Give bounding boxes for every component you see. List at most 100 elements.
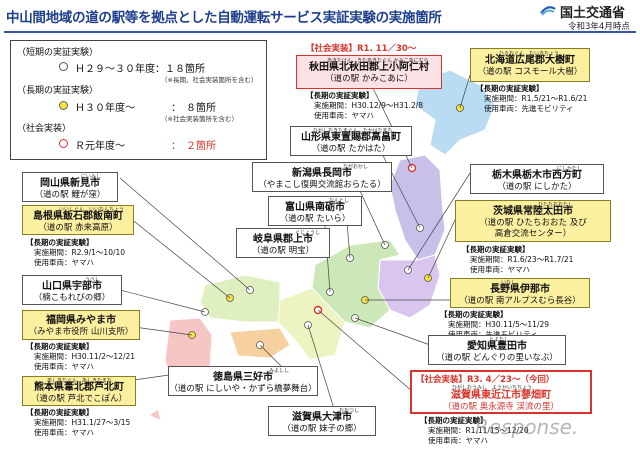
shiga-sub: （道の駅 妹子の郷）	[282, 424, 362, 434]
aichi-ruby: とよたし	[489, 337, 510, 343]
shiga-name: 滋賀県大津市	[292, 412, 352, 423]
legend-short-heading: （短期の実証実験）	[17, 48, 99, 58]
nagano-name: 長野県伊那市	[490, 284, 550, 295]
nagano-info: 【長期の実証実験】 実施期間：H30.11/5～11/29 使用車両：先進モビリ…	[440, 310, 549, 340]
tochigi-ruby: にしかたし	[557, 166, 583, 172]
ibaraki-info: 【長期の実証実験】 実施期間：R1.6/23～R1.7/21 使用車両：ヤマハ	[462, 245, 573, 275]
chugoku-region	[199, 274, 281, 323]
hokkaido-info-heading: 【長期の実証実験】	[476, 84, 544, 93]
nagano-ruby: いなし	[501, 280, 517, 286]
site-kumamoto: あしきたぐん あしきたまち 熊本県葦北郡芦北町 （道の駅 芦北でこぽん）	[22, 376, 136, 406]
title-bar: 中山間地域の道の駅等を拠点とした自動運転サービス実証実験の実施箇所 国土交通省 …	[0, 0, 640, 32]
nagano-info-vehicle: 使用車両：先進モビリティ	[440, 330, 538, 339]
shimane-info-period: 実施期間：R2.9/1～10/10	[34, 248, 126, 257]
shiga2-info-period: 実施期間：R1.11/15～12/20	[428, 426, 529, 435]
long-term-marker-icon	[59, 101, 68, 110]
fukuoka-sub: （みやま市役所 山川支所）	[28, 327, 134, 337]
yamagata-ruby: ひがしおきたまぐん たかはたまち	[313, 128, 393, 134]
ibaraki-sub2: 高倉交流センター）	[494, 229, 572, 239]
shimane-info-vehicle: 使用車両：ヤマハ	[34, 258, 94, 267]
kumamoto-info-period: 実施期間：H31.1/27～3/15	[34, 418, 131, 427]
niigata-sub: （やまこし復興交流館おらたる）	[258, 180, 386, 190]
shiga2-name: 滋賀県東近江市蓼畑町	[451, 390, 551, 401]
site-shiga-otsu: おおつし 滋賀県大津市 （道の駅 妹子の郷）	[268, 406, 376, 436]
ibaraki-ruby: ひたちおおたし	[538, 202, 574, 208]
site-toyama: なんとし 富山県南砺市 （道の駅 たいら）	[268, 196, 362, 226]
tohoku-region	[389, 154, 446, 261]
ibaraki-info-heading: 【長期の実証実験】	[462, 245, 530, 254]
aichi-sub: （道の駅 どんぐりの里いなぶ）	[436, 353, 558, 363]
akita-social-tag: 【社会実装】R1. 11／30～	[306, 42, 417, 54]
nagano-info-period: 実施期間：H30.11/5～11/29	[448, 320, 550, 329]
legend-long-row-a: Ｈ３０年度～	[75, 103, 135, 114]
okayama-sub: （道の駅 鯉が窪）	[34, 190, 106, 200]
site-ibaraki: ひたちおおたし 茨城県常陸太田市 （道の駅 ひたちおおた 及び 高倉交流センター…	[455, 200, 611, 242]
ministry-name: 国土交通省	[560, 6, 626, 21]
akita-ruby: あきたけん きたあきたぐん かみこあにむら	[327, 58, 429, 64]
hokkaido-info-period: 実施期間：R1.5/21～R1.6/21	[484, 94, 588, 103]
page-title: 中山間地域の道の駅等を拠点とした自動運転サービス実証実験の実施箇所	[6, 10, 442, 26]
site-shiga-higashiomi: 【社会実装】R3. 4／23～（今回） ひがしおうみし ようかいちちょう 滋賀県…	[410, 370, 592, 414]
yamagata-sub: （道の駅 たかはた）	[311, 144, 391, 154]
legend-social-row-a: Ｒ元年度～	[75, 141, 125, 152]
shiga2-social-tag: 【社会実装】R3. 4／23～（今回）	[416, 375, 555, 385]
publication-date: 令和3年4月時点	[568, 22, 630, 32]
short-term-marker-icon	[59, 62, 68, 71]
social-marker-icon	[59, 139, 68, 148]
legend-long-row-b: ： ８箇所	[171, 103, 216, 114]
toyama-name: 富山県南砺市	[285, 202, 345, 213]
toyama-sub: （道の駅 たいら）	[279, 214, 351, 224]
shiga2-ruby: ひがしおうみし ようかいちちょう	[452, 385, 533, 391]
site-niigata: ながおかし 新潟県長岡市 （やまこし復興交流館おらたる）	[252, 162, 392, 192]
shiga2-info-heading: 【長期の実証実験】	[420, 416, 488, 425]
legend-social-heading: （社会実装）	[17, 124, 72, 134]
gifu-sub: （道の駅 明宝）	[251, 246, 315, 256]
site-shimane: いいしぐん いいなんちょう 島根県飯石郡飯南町 （道の駅 赤来高原）	[22, 205, 134, 235]
legend-short-note: （※長期、社会実装箇所を含む）	[161, 76, 258, 84]
shimane-info: 【長期の実証実験】 実施期間：R2.9/1～10/10 使用車両：ヤマハ	[26, 238, 125, 268]
hokkaido-sub: （道の駅 コスモール大樹）	[477, 67, 583, 77]
kumamoto-sub: （道の駅 芦北でこぽん）	[30, 394, 128, 404]
gifu-ruby: ぐじょうし	[295, 230, 321, 236]
site-tokushima: みよしし 徳島県三好市 （道の駅 にしいや・かずら橋夢舞台）	[168, 366, 318, 396]
site-fukuoka: 福岡県みやま市 （みやま市役所 山川支所）	[22, 310, 140, 340]
ibaraki-name: 茨城県常陸太田市	[493, 206, 573, 217]
okayama-ruby: にいみし	[81, 174, 102, 180]
kumamoto-info-heading: 【長期の実証実験】	[26, 408, 94, 417]
aichi-name: 愛知県豊田市	[467, 341, 527, 352]
tokushima-ruby: みよしし	[269, 368, 290, 374]
site-akita: あきたけん きたあきたぐん かみこあにむら 秋田県北秋田郡上小阿仁村 （道の駅 …	[296, 55, 442, 89]
hokkaido-name: 北海道広尾郡大樹町	[485, 55, 575, 66]
tochigi-sub: （道の駅 にしかた）	[497, 182, 577, 192]
yamaguchi-sub: （楠こもれびの郷）	[33, 293, 111, 303]
shimane-info-heading: 【長期の実証実験】	[26, 238, 94, 247]
shiga2-sub: （道の駅 奥永源寺 渓流の里）	[443, 402, 559, 412]
legend-social-row-b: ： ２箇所	[171, 141, 216, 152]
legend-short-row: Ｈ２９～３０年度：１８箇所	[75, 64, 205, 75]
akita-info-period: 実施期間：H30.12/9～H31.2/8	[314, 101, 424, 110]
site-hokkaido: ひろおぐん たいきちょう 北海道広尾郡大樹町 （道の駅 コスモール大樹）	[470, 48, 590, 82]
nagano-info-heading: 【長期の実証実験】	[440, 310, 508, 319]
site-yamaguchi: うべし 山口県宇部市 （楠こもれびの郷）	[22, 275, 122, 305]
ibaraki-info-vehicle: 使用車両：ヤマハ	[470, 265, 530, 274]
site-tochigi: にしかたし 栃木県栃木市西方町 （道の駅 にしかた）	[470, 164, 604, 194]
site-yamagata: ひがしおきたまぐん たかはたまち 山形県東置賜郡高畠町 （道の駅 たかはた）	[290, 126, 412, 156]
tochigi-name: 栃木県栃木市西方町	[492, 170, 582, 181]
niigata-name: 新潟県長岡市	[292, 168, 352, 179]
shiga2-info-vehicle: 使用車両：ヤマハ	[428, 436, 488, 445]
kumamoto-ruby: あしきたぐん あしきたまち	[47, 378, 112, 384]
shimane-name: 島根県飯石郡飯南町	[33, 211, 123, 222]
akita-name: 秋田県北秋田郡上小阿仁村	[309, 62, 429, 73]
okayama-name: 岡山県新見市	[40, 178, 100, 189]
kumamoto-info: 【長期の実証実験】 実施期間：H31.1/27～3/15 使用車両：ヤマハ	[26, 408, 130, 438]
nagano-sub: （道の駅 南アルプスむら長谷）	[459, 296, 581, 306]
hokkaido-info-vehicle: 使用車両：先進モビリティ	[484, 104, 574, 113]
fukuoka-info: 【長期の実証実験】 実施期間：H30.11/2～12/21 使用車両：ヤマハ	[26, 342, 135, 372]
akita-info-vehicle: 使用車両：ヤマハ	[314, 111, 374, 120]
akita-info: 【長期の実証実験】 実施期間：H30.12/9～H31.2/8 使用車両：ヤマハ	[306, 91, 423, 121]
mlit-logo-icon	[540, 6, 556, 16]
yamaguchi-name: 山口県宇部市	[42, 281, 102, 292]
kumamoto-info-vehicle: 使用車両：ヤマハ	[34, 428, 94, 437]
akita-info-heading: 【長期の実証実験】	[306, 91, 374, 100]
shimane-ruby: いいしぐん いいなんちょう	[59, 207, 125, 213]
